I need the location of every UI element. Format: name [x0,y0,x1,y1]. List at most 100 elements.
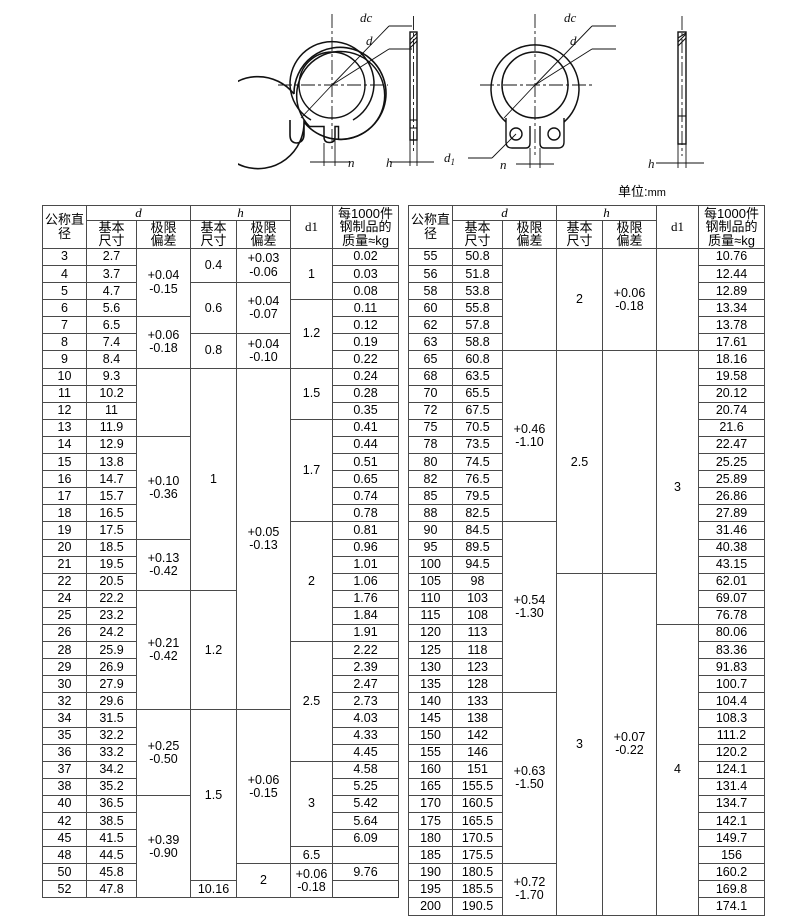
col-header-nominal-diameter: 公称直 径 [42,205,87,249]
cell-d-basic: 142 [452,726,503,745]
cell-d-basic: 151 [452,760,503,779]
cell-mass-per-1000: 134.7 [698,794,765,814]
cell-nominal-diameter: 150 [408,726,453,745]
cell-d-basic: 155.5 [452,777,503,796]
cell-d-tolerance: +0.72-1.70 [502,863,557,916]
cell-h-basic: 2.5 [556,350,603,574]
d-basic-l1: 基本 [98,219,125,235]
cell-mass-per-1000: 0.44 [332,435,399,455]
d-tol-l1: 极限 [150,219,177,235]
cell-mass-per-1000: 17.61 [698,333,765,352]
cell-nominal-diameter: 22 [42,572,87,591]
header-row-1: 公称直 径 d h d1 每1000件 钢制品的 质量≈kg [408,205,765,249]
col-header-h-tolerance: 极限 偏差 [236,219,291,249]
cell-d-tolerance: +0.04-0.15 [136,247,191,318]
cell-mass-per-1000: 120.2 [698,743,765,762]
cell-nominal-diameter: 175 [408,812,453,831]
cell-nominal-diameter: 32 [42,692,87,711]
h-basic-l2: 尺寸 [566,233,593,249]
cell-nominal-diameter: 60 [408,299,453,318]
label-dc-fig2: dc [564,10,577,25]
cell-d-tolerance [136,367,191,437]
cell-nominal-diameter: 6 [42,299,87,318]
cell-d-basic: 9.3 [86,367,137,386]
cell-d1: 1.5 [290,367,333,420]
retaining-ring-side-view-plain: h [386,16,434,170]
cell-mass-per-1000: 0.11 [332,299,399,318]
cell-d-basic: 67.5 [452,401,503,420]
col-header-group-d: d [86,205,191,221]
cell-d-basic: 146 [452,743,503,762]
mass-l1: 每1000件 [338,205,393,221]
cell-h-tolerance: +0.06-0.18 [290,863,333,899]
cell-mass-per-1000: 5.64 [332,812,399,831]
cell-d-tolerance: +0.21-0.42 [136,589,191,711]
cell-d-basic: 26.9 [86,658,137,677]
cell-d1: 3 [290,760,333,848]
cell-nominal-diameter: 100 [408,555,453,574]
cell-mass-per-1000: 20.74 [698,401,765,420]
cell-mass-per-1000: 0.24 [332,367,399,386]
cell-d-basic: 12.9 [86,435,137,455]
cell-d-basic: 70.5 [452,418,503,437]
cell-mass-per-1000: 4.45 [332,743,399,762]
cell-d-basic: 3.7 [86,265,137,284]
cell-d-basic: 108 [452,606,503,625]
cell-mass-per-1000: 76.78 [698,606,765,625]
cell-nominal-diameter: 180 [408,829,453,848]
cell-d-tolerance: +0.06-0.18 [136,316,191,369]
d-basic-l2: 尺寸 [464,233,491,249]
cell-mass-per-1000: 124.1 [698,760,765,779]
col-header-mass: 每1000件 钢制品的 质量≈kg [698,205,765,249]
label-h-fig1: h [386,155,393,170]
cell-mass-per-1000: 0.74 [332,487,399,506]
cell-mass-per-1000: 5.25 [332,777,399,796]
cell-d-basic: 133 [452,692,503,711]
cell-d-tolerance: +0.13-0.42 [136,538,191,591]
cell-h-basic: 2 [236,863,291,899]
cell-mass-per-1000: 25.89 [698,470,765,489]
cell-d-basic: 55.8 [452,299,503,318]
cell-mass-per-1000: 156 [698,846,765,865]
cell-mass-per-1000: 131.4 [698,777,765,796]
col-header-d-tolerance: 极限 偏差 [136,219,191,249]
cell-nominal-diameter: 40 [42,794,87,814]
h-tol-l2: 偏差 [616,233,643,249]
label-n-fig1: n [348,155,355,170]
cell-d1: 1 [290,247,333,301]
col-header-h-basic: 基本 尺寸 [190,219,237,249]
cell-d-basic: 20.5 [86,572,137,591]
cell-nominal-diameter: 195 [408,880,453,899]
cell-nominal-diameter: 170 [408,794,453,814]
cell-nominal-diameter: 16 [42,470,87,489]
cell-d-basic: 190.5 [452,897,503,916]
mass-l2: 钢制品的 [705,219,758,235]
cell-nominal-diameter: 52 [42,880,87,899]
cell-mass-per-1000: 22.47 [698,435,765,455]
cell-nominal-diameter: 130 [408,658,453,677]
cell-mass-per-1000: 83.36 [698,641,765,660]
spec-table-left-wrap: 公称直 径 d h d1 每1000件 钢制品的 质量≈kg [42,205,399,916]
col-header-mass: 每1000件 钢制品的 质量≈kg [332,205,399,249]
cell-nominal-diameter: 14 [42,435,87,455]
cell-mass-per-1000: 31.46 [698,521,765,540]
cell-d-basic: 41.5 [86,829,137,848]
cell-mass-per-1000: 62.01 [698,572,765,591]
cell-nominal-diameter: 90 [408,521,453,540]
cell-mass-per-1000: 25.25 [698,453,765,472]
cell-d-basic: 89.5 [452,538,503,557]
cell-d-basic: 5.6 [86,299,137,318]
